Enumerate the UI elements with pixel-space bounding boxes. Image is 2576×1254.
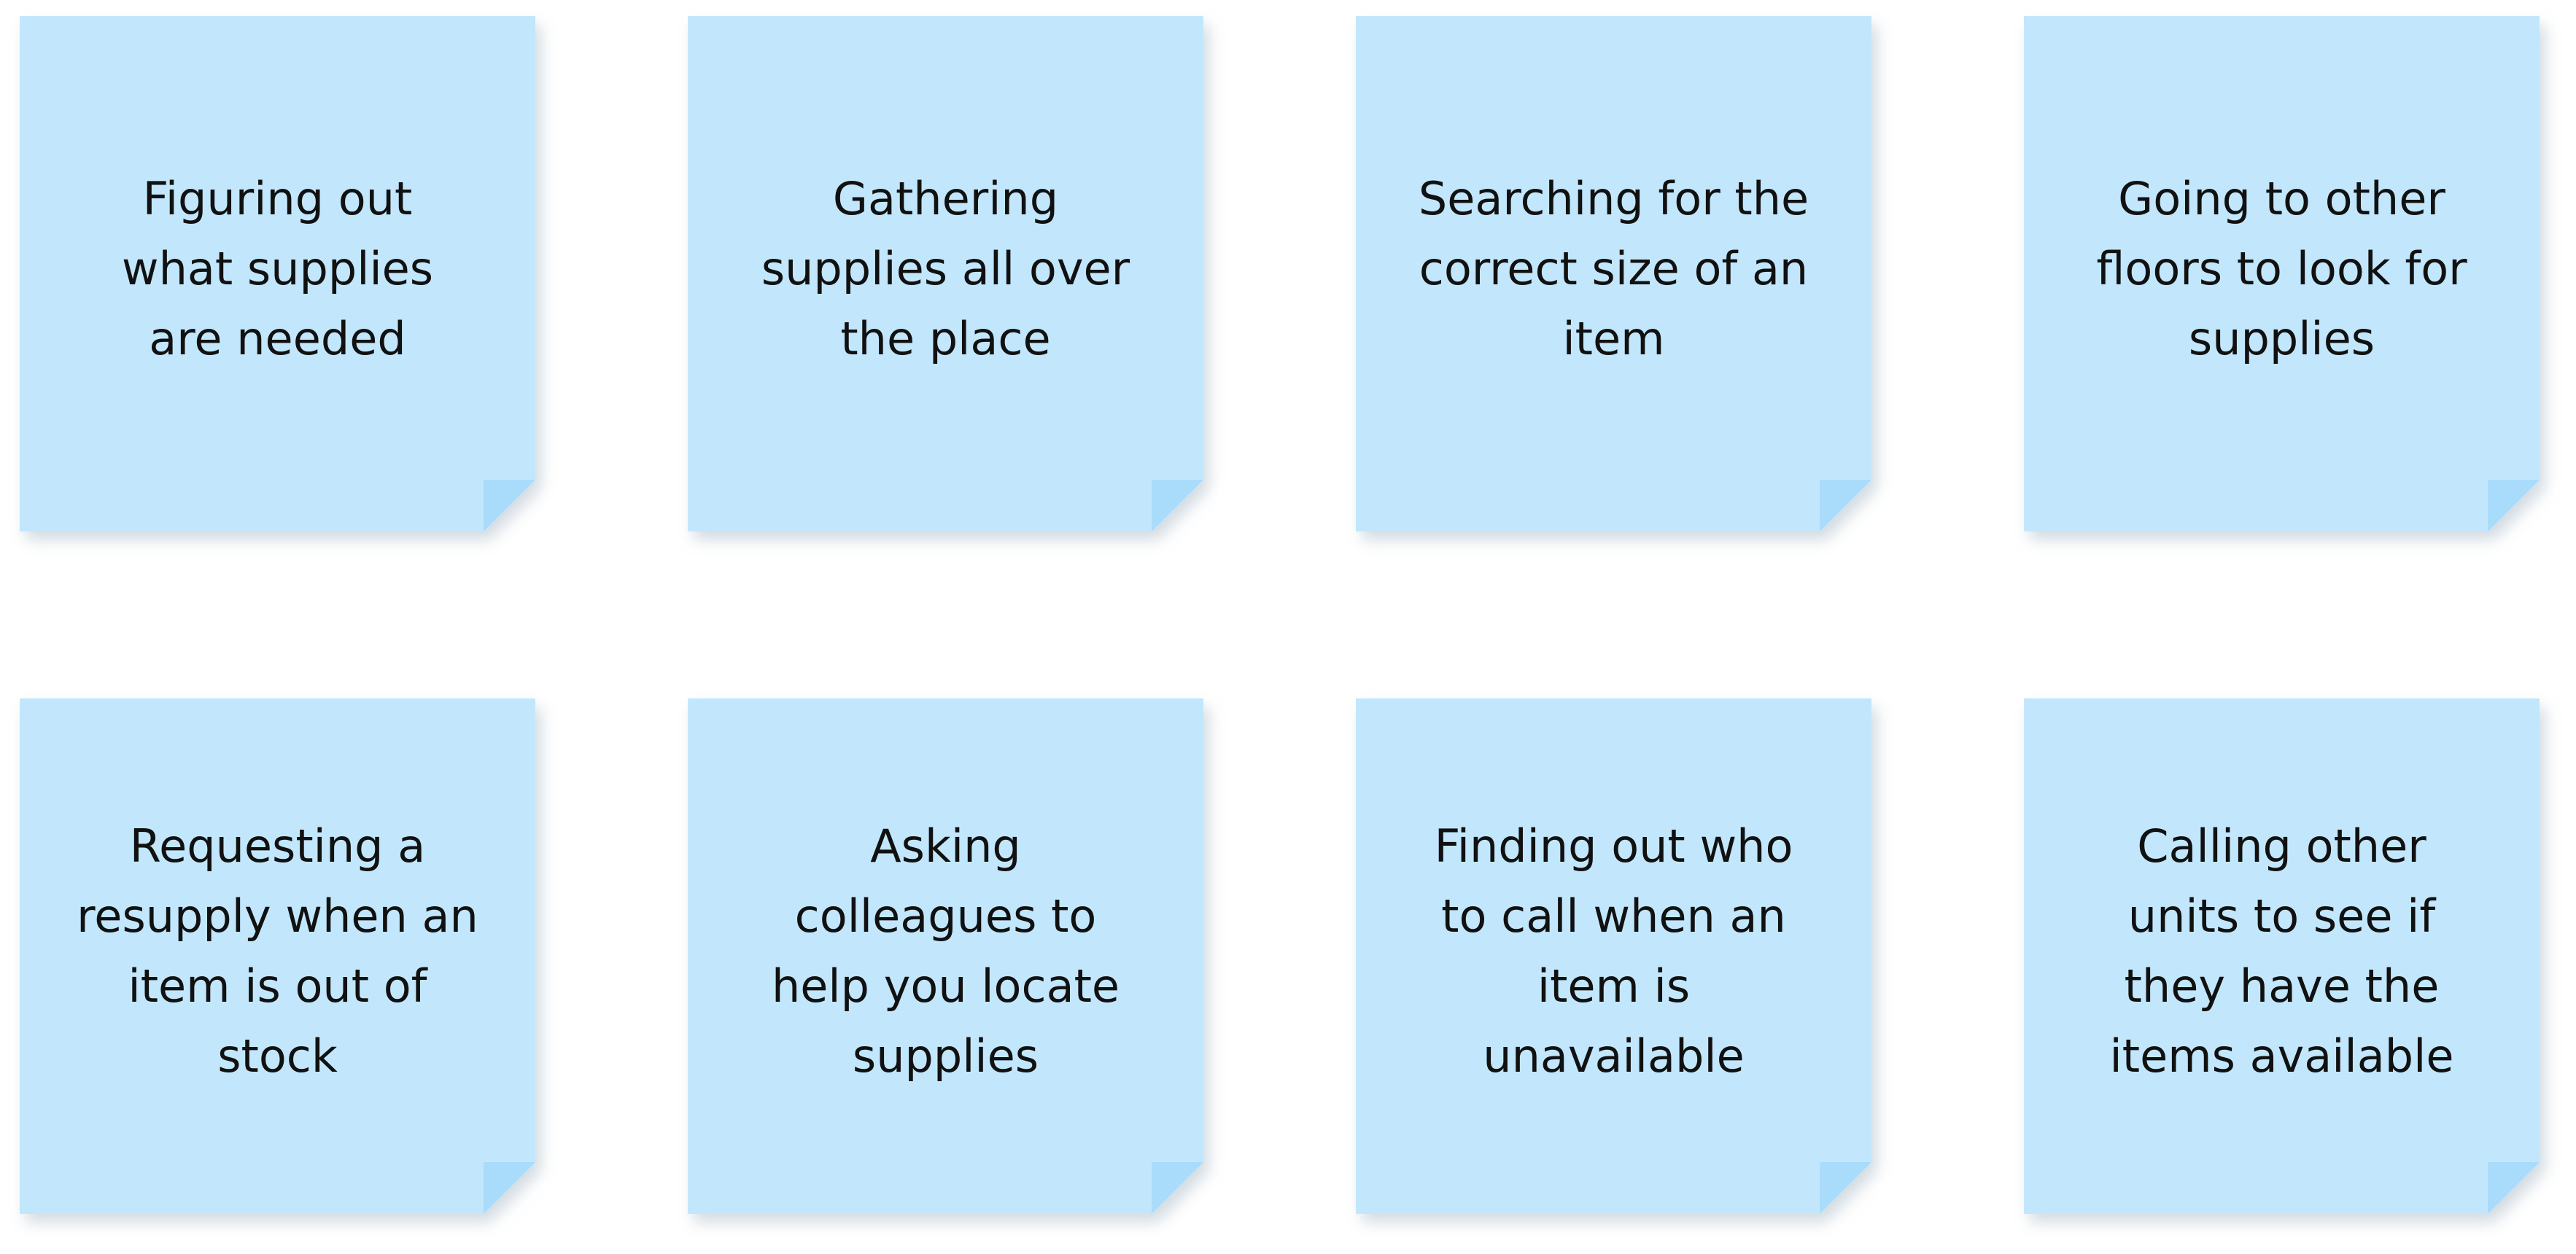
sticky-note-wrapper: Finding out who to call when an item is … (1356, 698, 1871, 1214)
folded-corner (1820, 480, 1871, 531)
folded-corner (1152, 1162, 1203, 1214)
sticky-note-wrapper: Figuring out what supplies are needed (20, 16, 535, 531)
sticky-note-text: Searching for the correct size of an ite… (1418, 171, 1809, 365)
sticky-note-wrapper: Searching for the correct size of an ite… (1356, 16, 1871, 531)
sticky-note-text: Calling other units to see if they have … (2109, 819, 2454, 1083)
sticky-note-text: Gathering supplies all over the place (761, 171, 1130, 365)
sticky-note-text: Going to other floors to look for suppli… (2096, 171, 2467, 365)
sticky-note-wrapper: Calling other units to see if they have … (2024, 698, 2540, 1214)
sticky-note-wrapper: Gathering supplies all over the place (688, 16, 1203, 531)
sticky-note[interactable]: Finding out who to call when an item is … (1356, 698, 1871, 1214)
sticky-note-text: Finding out who to call when an item is … (1434, 819, 1793, 1083)
sticky-note[interactable]: Calling other units to see if they have … (2024, 698, 2540, 1214)
sticky-note-text: Requesting a resupply when an item is ou… (77, 819, 478, 1083)
sticky-note[interactable]: Requesting a resupply when an item is ou… (20, 698, 535, 1214)
folded-corner (1820, 1162, 1871, 1214)
sticky-note-text: Asking colleagues to help you locate sup… (771, 819, 1120, 1083)
folded-corner (484, 480, 535, 531)
sticky-note-wrapper: Going to other floors to look for suppli… (2024, 16, 2540, 531)
sticky-note[interactable]: Figuring out what supplies are needed (20, 16, 535, 531)
folded-corner (1152, 480, 1203, 531)
folded-corner (2488, 1162, 2540, 1214)
sticky-note-wrapper: Asking colleagues to help you locate sup… (688, 698, 1203, 1214)
sticky-note[interactable]: Gathering supplies all over the place (688, 16, 1203, 531)
folded-corner (2488, 480, 2540, 531)
sticky-note-wrapper: Requesting a resupply when an item is ou… (20, 698, 535, 1214)
sticky-note[interactable]: Going to other floors to look for suppli… (2024, 16, 2540, 531)
sticky-note-text: Figuring out what supplies are needed (121, 171, 434, 365)
sticky-note[interactable]: Searching for the correct size of an ite… (1356, 16, 1871, 531)
sticky-note[interactable]: Asking colleagues to help you locate sup… (688, 698, 1203, 1214)
folded-corner (484, 1162, 535, 1214)
